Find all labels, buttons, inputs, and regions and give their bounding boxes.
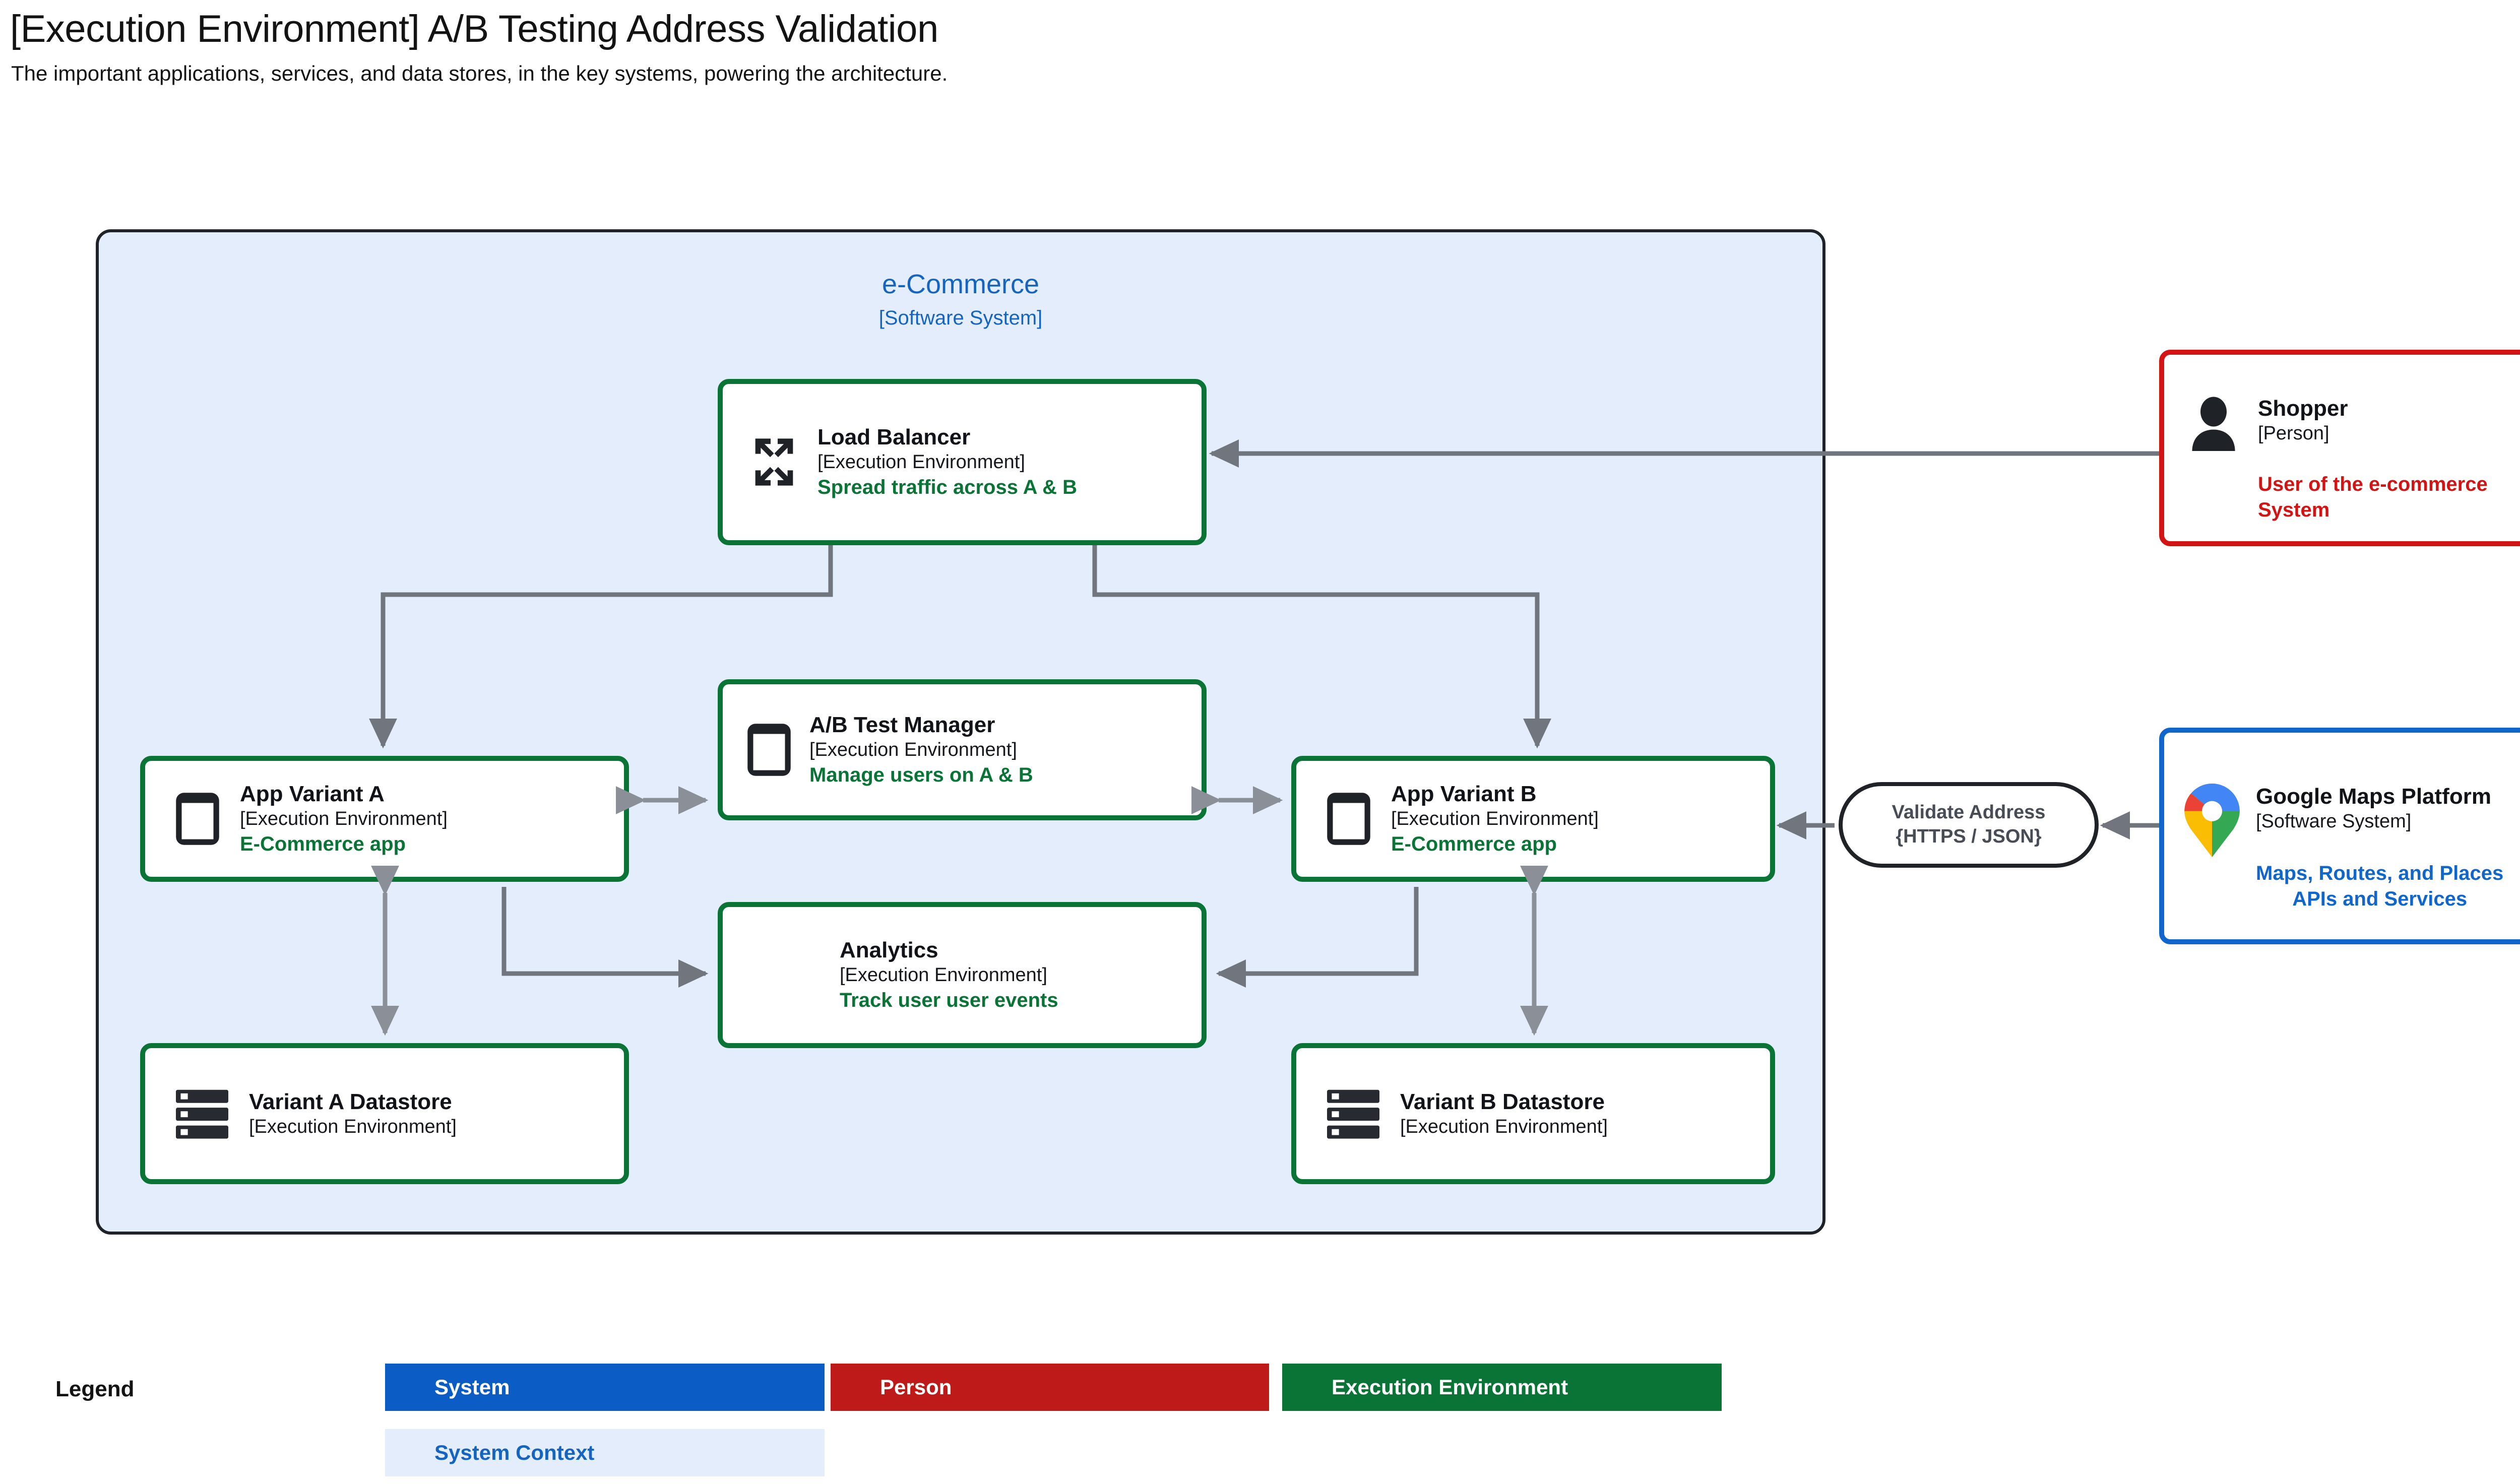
boundary-subtitle: [Software System] (878, 307, 1043, 329)
node-title: Analytics (840, 938, 938, 963)
legend-item-person: Person (831, 1364, 1269, 1411)
node-app-variant-b[interactable]: App Variant B [Execution Environment] E-… (1291, 756, 1775, 882)
node-title: App Variant B (1391, 782, 1537, 807)
node-ab-test-manager[interactable]: A/B Test Manager [Execution Environment]… (718, 679, 1207, 820)
legend-item-label: System Context (434, 1441, 595, 1464)
person-icon (2187, 396, 2240, 454)
node-description: E-Commerce app (240, 832, 406, 855)
node-type: [Software System] (2256, 810, 2412, 832)
load-balancer-arrows-icon (746, 434, 802, 490)
node-type: [Execution Environment] (249, 1116, 457, 1137)
relationship-label: Validate Address (1892, 802, 2046, 823)
legend-item-system-context: System Context (385, 1429, 825, 1476)
legend-item-label: Execution Environment (1332, 1375, 1568, 1399)
node-description: E-Commerce app (1391, 832, 1557, 855)
legend-item-execution-environment: Execution Environment (1282, 1364, 1722, 1411)
boundary-title: e-Commerce (881, 269, 1040, 299)
node-title: Google Maps Platform (2256, 784, 2491, 809)
database-server-icon (1326, 1087, 1381, 1140)
node-app-variant-a[interactable]: App Variant A [Execution Environment] E-… (140, 756, 629, 882)
relationship-validate-address[interactable]: Validate Address {HTTPS / JSON} (1839, 782, 2099, 868)
page-title: [Execution Environment] A/B Testing Addr… (10, 8, 938, 50)
node-variant-a-datastore[interactable]: Variant A Datastore [Execution Environme… (140, 1043, 629, 1184)
node-description-line2: APIs and Services (2292, 888, 2468, 911)
google-maps-pin-icon (2184, 784, 2240, 858)
node-google-maps-platform[interactable]: Google Maps Platform [Software System] M… (2159, 728, 2520, 944)
legend-item-system: System (385, 1364, 825, 1411)
node-description-line2: System (2258, 499, 2330, 522)
app-window-icon (174, 792, 221, 846)
node-shopper[interactable]: Shopper [Person] User of the e-commerce … (2159, 350, 2520, 546)
node-title: Shopper (2258, 396, 2348, 421)
node-load-balancer[interactable]: Load Balancer [Execution Environment] Sp… (718, 379, 1207, 545)
legend-item-label: System (434, 1375, 510, 1399)
node-type: [Execution Environment] (809, 739, 1017, 761)
node-description-line1: Maps, Routes, and Places (2256, 862, 2504, 885)
node-variant-b-datastore[interactable]: Variant B Datastore [Execution Environme… (1291, 1043, 1775, 1184)
node-title: Load Balancer (817, 425, 971, 450)
app-window-icon (746, 723, 792, 777)
node-description: Spread traffic across A & B (817, 476, 1077, 498)
legend-item-label: Person (880, 1375, 952, 1399)
relationship-technology: {HTTPS / JSON} (1896, 826, 2042, 847)
node-type: [Execution Environment] (817, 451, 1025, 473)
legend-title: Legend (55, 1377, 135, 1401)
node-title: A/B Test Manager (809, 713, 995, 738)
node-title: App Variant A (240, 782, 385, 807)
node-type: [Execution Environment] (840, 964, 1047, 986)
app-window-icon (1326, 792, 1372, 846)
node-analytics[interactable]: Analytics [Execution Environment] Track … (718, 902, 1207, 1048)
node-description: Track user user events (840, 989, 1058, 1011)
node-title: Variant A Datastore (249, 1089, 452, 1114)
node-type: [Execution Environment] (1400, 1116, 1608, 1137)
node-type: [Execution Environment] (240, 808, 448, 830)
node-type: [Person] (2258, 422, 2329, 444)
node-description-line1: User of the e-commerce (2258, 473, 2488, 496)
node-type: [Execution Environment] (1391, 808, 1599, 830)
page-subtitle: The important applications, services, an… (11, 61, 948, 85)
database-server-icon (174, 1087, 230, 1140)
node-title: Variant B Datastore (1400, 1089, 1605, 1114)
node-description: Manage users on A & B (809, 763, 1033, 786)
